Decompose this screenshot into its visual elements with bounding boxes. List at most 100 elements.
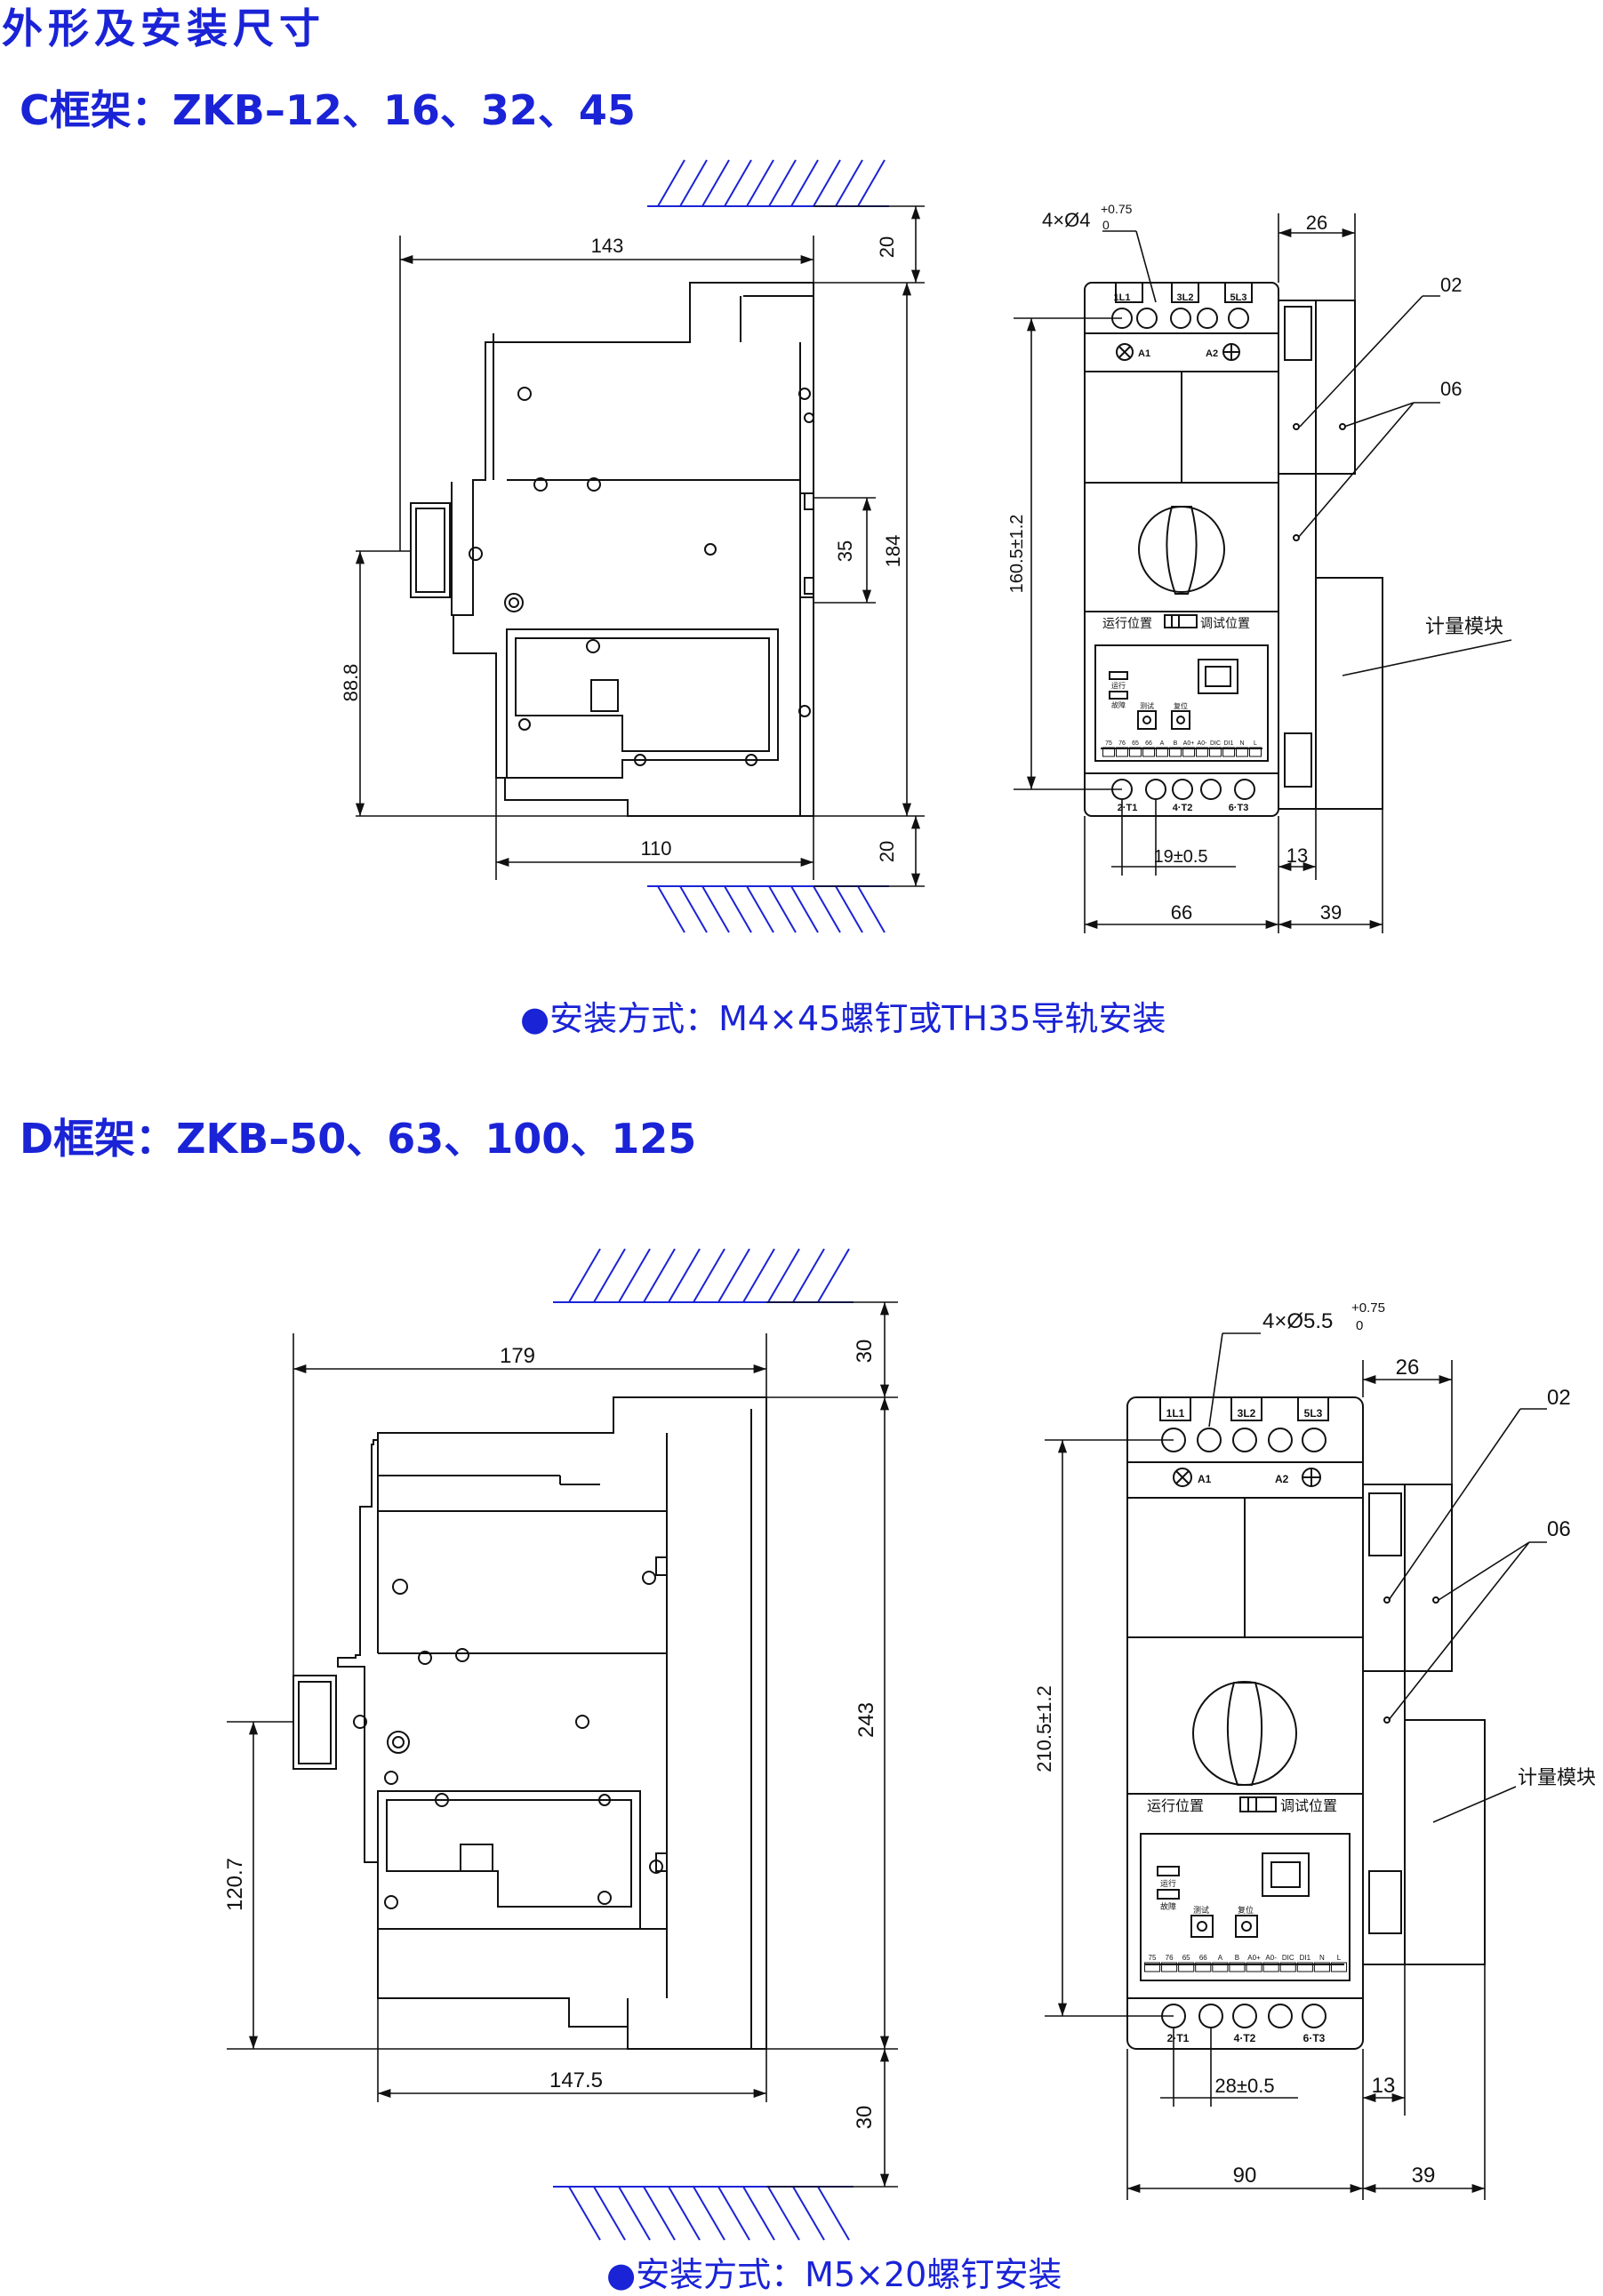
c-holes-tol-upper: +0.75 [1101, 202, 1133, 216]
dim-179: 179 [500, 1344, 535, 1368]
test-button-label: 测试 [1140, 701, 1154, 710]
test-button-label: 测试 [1193, 1905, 1209, 1915]
c-install-note: ●安装方式：M4×45螺钉或TH35导轨安装 [520, 991, 1166, 1040]
terminal-screw [1330, 1962, 1348, 1972]
c-metering-module [1315, 577, 1383, 810]
c-wall-bottom-hatch [647, 885, 889, 933]
callout-06: 06 [1440, 378, 1462, 400]
c-side-dimensions [355, 205, 925, 887]
terminal-screw [1279, 1962, 1296, 1972]
terminal-screw [1156, 747, 1168, 757]
led-fault-label: 故障 [1160, 1901, 1176, 1911]
terminal-3l2: 3L2 [1238, 1407, 1256, 1420]
c-side-handle [410, 502, 451, 598]
debug-position-label: 调试位置 [1200, 616, 1250, 630]
d-wall-bottom-hatch [553, 2186, 854, 2241]
terminal-screw [1129, 747, 1142, 757]
terminal-2t1: 2·T1 [1167, 2032, 1190, 2044]
c-side-window [506, 628, 779, 779]
c-wall-top-hatch [647, 159, 889, 207]
terminal-label: L [1337, 1954, 1342, 1962]
terminal-5l3: 5L3 [1230, 292, 1247, 303]
terminal-screw [1236, 747, 1248, 757]
dim-143: 143 [591, 235, 624, 257]
page-title: 外形及安装尺寸 [2, 4, 325, 52]
terminal-screw [1212, 1962, 1229, 1972]
dim-20-bottom: 20 [876, 841, 898, 862]
c-metering-module-label: 计量模块 [1425, 615, 1503, 637]
dim-184: 184 [882, 535, 904, 568]
terminal-label: 65 [1182, 1954, 1190, 1962]
reset-button-label: 复位 [1174, 701, 1188, 710]
dim-13: 13 [1286, 844, 1308, 867]
coil-a2: A2 [1206, 348, 1218, 359]
terminal-3l2: 3L2 [1177, 292, 1194, 303]
dim-39: 39 [1412, 2164, 1436, 2188]
dim-30-bottom: 30 [853, 2106, 877, 2130]
dim-147-5: 147.5 [549, 2068, 603, 2092]
dim-210-5: 210.5±1.2 [1033, 1685, 1055, 1772]
d-side-handle [293, 1675, 337, 1770]
d-frame-title: D框架：ZKB–50、63、100、125 [20, 1115, 697, 1163]
d-install-note-text: 安装方式：M5×20螺钉安装 [636, 2255, 1062, 2294]
terminal-1l1: 1L1 [1166, 1407, 1185, 1420]
c-side-dim-labels: 143 20 184 35 88.8 110 20 [340, 235, 904, 862]
d-side-body [337, 1396, 767, 2050]
terminal-label: DIC [1210, 740, 1221, 747]
c-front-body [1084, 282, 1279, 817]
terminal-screw [1229, 1962, 1246, 1972]
led-run-label: 运行 [1160, 1878, 1176, 1888]
terminal-label: A0- [1198, 740, 1208, 747]
debug-position-label: 调试位置 [1280, 1798, 1337, 1814]
callout-06: 06 [1547, 1517, 1571, 1541]
terminal-5l3: 5L3 [1304, 1407, 1323, 1420]
terminal-label: A0+ [1183, 740, 1195, 747]
d-front-dim-labels: 4×Ø5.5 +0.75 0 26 02 06 210.5±1.2 计量模块 2… [1033, 1300, 1596, 2188]
dim-243: 243 [854, 1702, 878, 1738]
c-front-view [1084, 282, 1383, 817]
terminal-screw [1178, 1962, 1195, 1972]
coil-a1: A1 [1198, 1473, 1212, 1485]
bullet-icon: ● [606, 2255, 637, 2294]
terminal-screw [1222, 747, 1235, 757]
dim-26: 26 [1306, 212, 1327, 234]
terminal-screw [1196, 747, 1208, 757]
d-metering-module-label: 计量模块 [1518, 1766, 1596, 1788]
dim-20-top: 20 [876, 236, 898, 258]
terminal-6t3: 6·T3 [1229, 803, 1249, 813]
c-holes-label: 4×Ø4 [1042, 209, 1090, 231]
c-frame-title: C框架：ZKB–12、16、32、45 [20, 86, 636, 134]
d-holes-tol-upper: +0.75 [1351, 1300, 1385, 1316]
dim-30-top: 30 [853, 1340, 877, 1364]
terminal-label: 76 [1118, 740, 1126, 747]
d-side-module-02 [1362, 1484, 1453, 1672]
d-holes-label: 4×Ø5.5 [1262, 1309, 1333, 1333]
dim-13: 13 [1372, 2074, 1396, 2098]
terminal-1l1: 1L1 [1114, 292, 1131, 303]
terminal-label: DI1 [1300, 1954, 1311, 1962]
terminal-screw [1102, 747, 1115, 757]
terminal-label: A0- [1265, 1954, 1277, 1962]
coil-a1: A1 [1138, 348, 1150, 359]
dim-88-8: 88.8 [340, 664, 362, 702]
terminal-screw [1262, 1962, 1279, 1972]
terminal-label: L [1254, 740, 1257, 747]
reset-button-label: 复位 [1238, 1905, 1254, 1915]
d-wall-top-hatch [553, 1248, 854, 1303]
d-install-note: ●安装方式：M5×20螺钉安装 [606, 2247, 1062, 2296]
c-rj45-port [1198, 659, 1238, 694]
terminal-label: 75 [1105, 740, 1112, 747]
terminal-screw [1313, 1962, 1330, 1972]
dim-26: 26 [1396, 1356, 1420, 1380]
c-holes-tol-lower: 0 [1102, 218, 1110, 232]
terminal-label: DIC [1282, 1954, 1294, 1962]
terminal-label: A0+ [1247, 1954, 1261, 1962]
dim-35: 35 [834, 540, 856, 562]
terminal-screw [1143, 1962, 1161, 1972]
d-side-view [293, 1248, 854, 2241]
d-holes-tol-lower: 0 [1356, 1318, 1363, 1333]
terminal-label: 76 [1166, 1954, 1174, 1962]
d-metering-module [1404, 1719, 1486, 1965]
